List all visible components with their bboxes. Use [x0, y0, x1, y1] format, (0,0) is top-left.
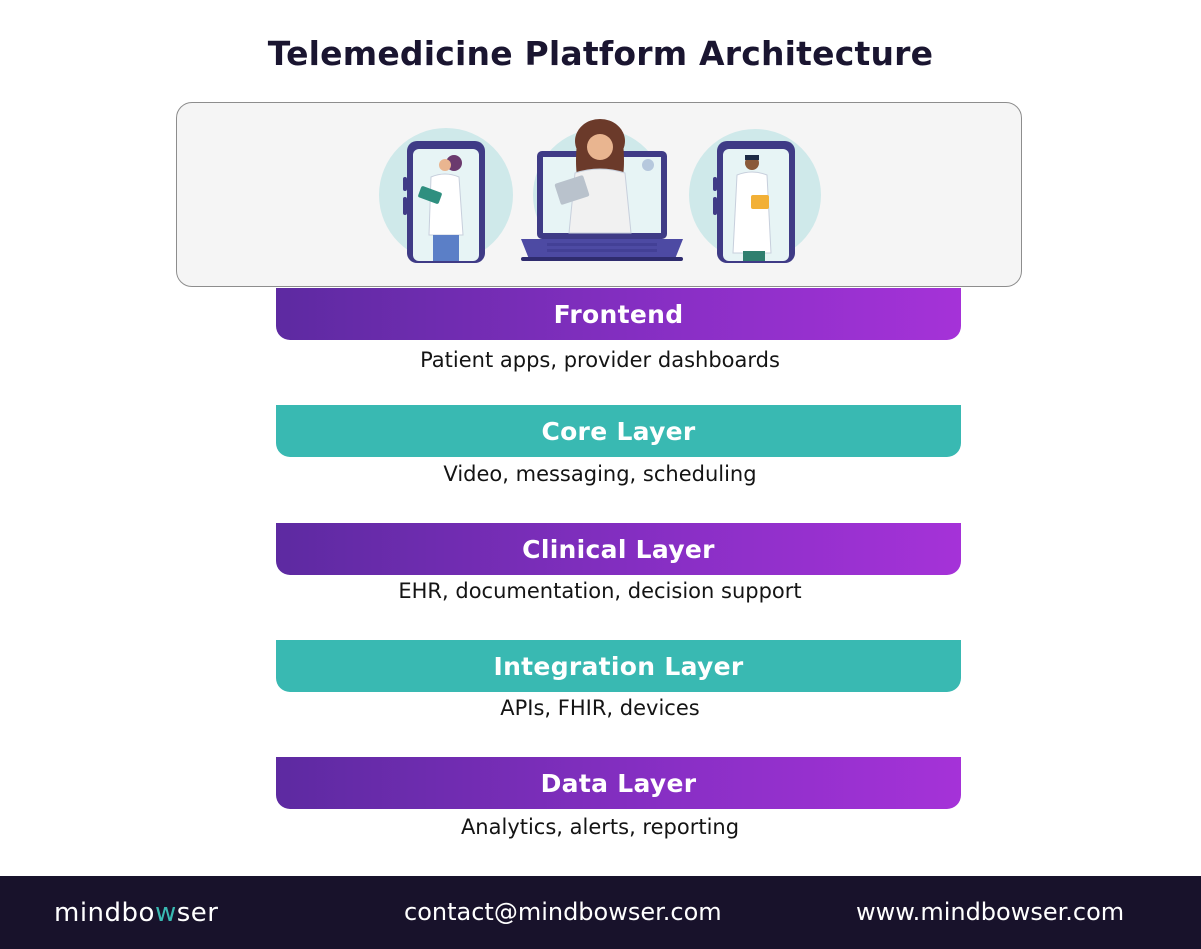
- brand-logo[interactable]: mindbowser: [54, 898, 219, 928]
- contact-email-link[interactable]: contact@mindbowser.com: [404, 898, 722, 926]
- layer-integration-header: Integration Layer: [276, 640, 961, 692]
- hero-illustration-panel: [176, 102, 1022, 287]
- layer-clinical-header: Clinical Layer: [276, 523, 961, 575]
- layer-clinical-description: EHR, documentation, decision support: [398, 579, 802, 603]
- layer-core-description: Video, messaging, scheduling: [443, 462, 757, 486]
- layer-integration-description: APIs, FHIR, devices: [500, 696, 700, 720]
- footer-bar: mindbowser contact@mindbowser.com www.mi…: [0, 876, 1201, 949]
- page-title: Telemedicine Platform Architecture: [267, 34, 934, 73]
- male-doctor-phone-icon: [689, 129, 821, 263]
- female-doctor-laptop-icon: [521, 119, 683, 261]
- layer-core-header: Core Layer: [276, 405, 961, 457]
- layer-data-header: Data Layer: [276, 757, 961, 809]
- layer-frontend-description: Patient apps, provider dashboards: [420, 348, 780, 372]
- female-doctor-phone-icon: [379, 128, 513, 263]
- website-link[interactable]: www.mindbowser.com: [856, 898, 1125, 926]
- layer-data-description: Analytics, alerts, reporting: [460, 815, 740, 839]
- layer-frontend-header: Frontend: [276, 288, 961, 340]
